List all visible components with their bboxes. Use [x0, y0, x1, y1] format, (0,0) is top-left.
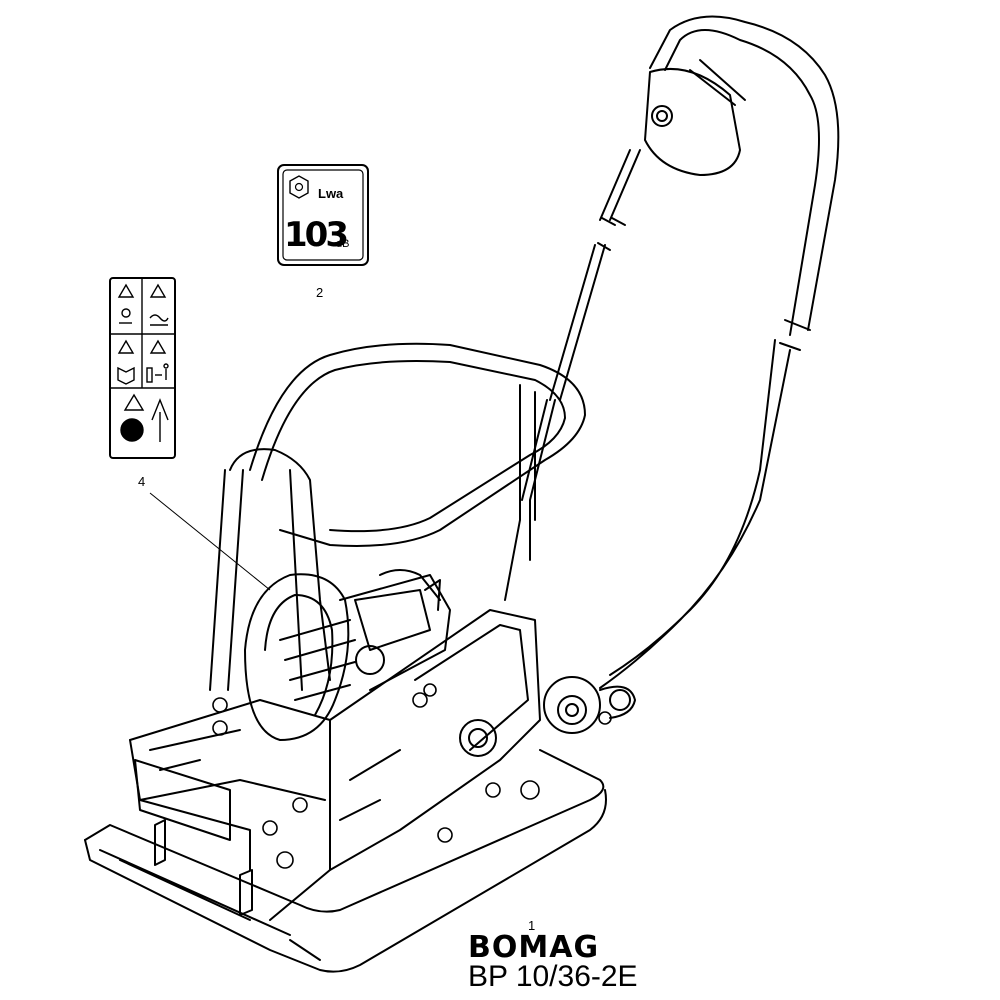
arrow-up-icon	[151, 398, 169, 442]
callout-4: 4	[138, 474, 145, 489]
model-label: BP 10/36-2E	[468, 960, 638, 993]
callout-2: 2	[316, 285, 323, 300]
leader-line-4	[149, 492, 271, 591]
safety-decal	[109, 277, 176, 459]
decal-unit: dB	[336, 238, 349, 250]
read-manual-icon	[117, 366, 135, 385]
callout-1: 1	[528, 918, 535, 933]
decal-symbol: Lwa	[318, 186, 344, 201]
keep-distance-icon	[146, 363, 169, 383]
bolts	[212, 683, 612, 869]
base-plate	[84, 749, 607, 973]
hot-surface-icon	[149, 314, 169, 326]
decal-value: 103	[284, 215, 346, 255]
machine-base	[129, 699, 331, 921]
hearing-protection-icon	[119, 308, 132, 324]
electric-hazard-icon	[120, 418, 144, 442]
engine-unit	[244, 569, 451, 741]
brand-label: BOMAG	[468, 930, 600, 965]
warning-triangle-icon	[117, 283, 167, 411]
hearing-protection-icon	[289, 175, 309, 199]
belt-guard	[329, 609, 541, 871]
protection-frame	[209, 342, 586, 691]
noise-level-decal: Lwa 103 dB	[277, 164, 369, 266]
exciter-assembly	[543, 676, 636, 734]
guide-handle	[521, 15, 840, 689]
